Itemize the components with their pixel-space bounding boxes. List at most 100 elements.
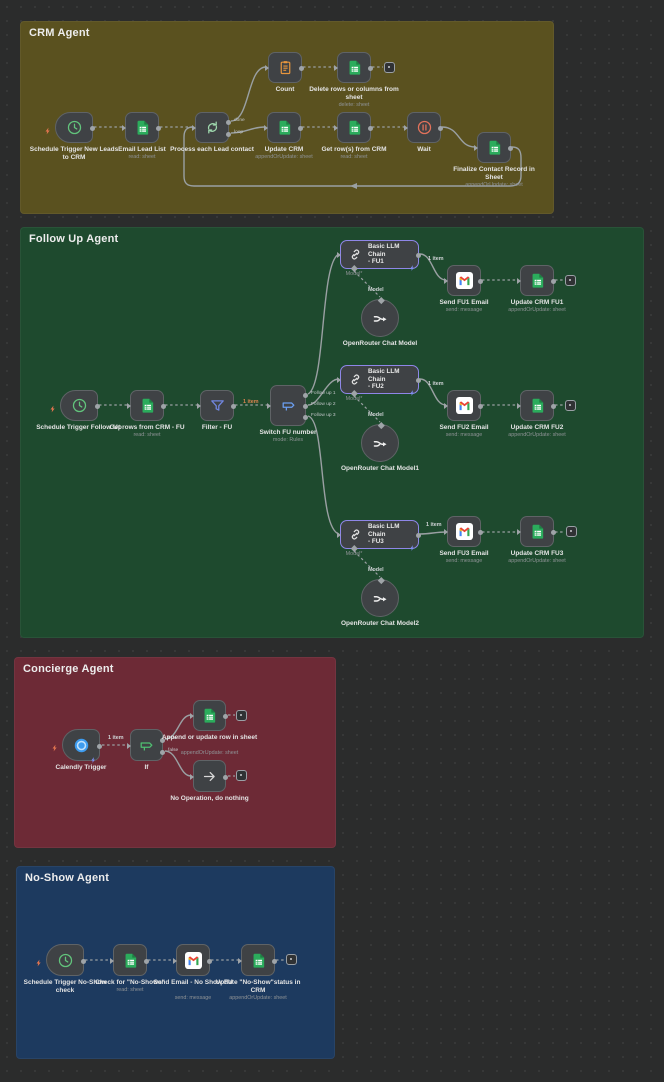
node-send-fu2[interactable] bbox=[443, 390, 483, 421]
output-port[interactable] bbox=[478, 279, 483, 284]
node-get-rows-fu[interactable] bbox=[126, 390, 166, 421]
output-port[interactable] bbox=[272, 958, 277, 964]
output-port[interactable] bbox=[551, 279, 556, 284]
input-port[interactable] bbox=[516, 529, 521, 536]
node-update-noshow[interactable] bbox=[237, 944, 277, 976]
connection-endcap[interactable] bbox=[565, 275, 576, 286]
output-port[interactable] bbox=[416, 253, 421, 258]
input-port[interactable] bbox=[473, 145, 478, 152]
connection-endcap[interactable] bbox=[565, 400, 576, 411]
output-port[interactable] bbox=[207, 958, 212, 964]
node-send-fu1[interactable] bbox=[443, 265, 483, 296]
node-count[interactable] bbox=[264, 52, 304, 83]
node-update-fu2[interactable] bbox=[516, 390, 556, 421]
node-update-crm[interactable] bbox=[263, 112, 303, 143]
node-or-model2[interactable] bbox=[361, 576, 399, 617]
node-filter-fu[interactable] bbox=[196, 390, 236, 421]
output-port[interactable] bbox=[508, 146, 513, 151]
input-port[interactable] bbox=[109, 957, 114, 964]
output-port[interactable] bbox=[156, 126, 161, 131]
input-port[interactable] bbox=[126, 403, 131, 410]
output-port[interactable] bbox=[416, 533, 421, 538]
node-or-model[interactable] bbox=[361, 296, 399, 337]
connection-endcap[interactable] bbox=[384, 62, 395, 73]
node-llm-fu2[interactable]: Basic LLM Chain- FU2 bbox=[336, 365, 421, 397]
output-port[interactable] bbox=[368, 126, 373, 131]
output-port[interactable] bbox=[298, 126, 303, 131]
input-port[interactable] bbox=[443, 403, 448, 410]
output-port[interactable] bbox=[231, 404, 236, 409]
connection-endcap[interactable] bbox=[286, 954, 297, 965]
input-port[interactable] bbox=[189, 713, 194, 720]
node-switch-fu[interactable] bbox=[266, 385, 308, 426]
input-port[interactable] bbox=[264, 65, 269, 72]
output-port[interactable] bbox=[551, 530, 556, 535]
node-wait[interactable] bbox=[403, 112, 443, 143]
input-port[interactable] bbox=[196, 403, 201, 410]
node-if[interactable] bbox=[126, 729, 165, 761]
node-get-rows-crm[interactable] bbox=[333, 112, 373, 143]
output-port[interactable] bbox=[478, 530, 483, 535]
input-port[interactable] bbox=[403, 125, 408, 132]
connection-endcap[interactable] bbox=[566, 526, 577, 537]
output-port[interactable] bbox=[95, 404, 100, 409]
output-port[interactable] bbox=[90, 126, 95, 131]
output-port[interactable] bbox=[161, 404, 166, 409]
output-port[interactable] bbox=[303, 403, 308, 409]
output-port[interactable] bbox=[160, 737, 165, 743]
input-port[interactable] bbox=[443, 278, 448, 285]
node-finalize-contact[interactable] bbox=[473, 132, 513, 163]
output-port[interactable] bbox=[226, 131, 231, 137]
node-process-each-lead[interactable] bbox=[191, 112, 231, 143]
input-port[interactable] bbox=[121, 125, 126, 132]
node-noop[interactable] bbox=[189, 760, 228, 792]
input-port[interactable] bbox=[189, 773, 194, 780]
output-port[interactable] bbox=[81, 958, 86, 964]
output-port[interactable] bbox=[160, 749, 165, 755]
input-port[interactable] bbox=[336, 532, 341, 539]
node-append-row[interactable] bbox=[189, 700, 228, 731]
output-port[interactable] bbox=[97, 743, 102, 749]
input-port[interactable] bbox=[333, 125, 338, 132]
input-port[interactable] bbox=[516, 403, 521, 410]
output-port[interactable] bbox=[368, 66, 373, 71]
input-port[interactable] bbox=[263, 125, 268, 132]
input-port[interactable] bbox=[336, 377, 341, 384]
output-port[interactable] bbox=[144, 958, 149, 964]
node-sched-fu[interactable] bbox=[60, 390, 100, 421]
node-send-fu3[interactable] bbox=[443, 516, 483, 547]
node-sched-crm[interactable] bbox=[55, 112, 95, 143]
output-port[interactable] bbox=[478, 404, 483, 409]
node-or-model1[interactable] bbox=[361, 421, 399, 462]
output-port[interactable] bbox=[438, 126, 443, 131]
connection-endcap[interactable] bbox=[236, 770, 247, 781]
node-send-noshow[interactable] bbox=[172, 944, 212, 976]
input-port[interactable] bbox=[191, 125, 196, 132]
input-port[interactable] bbox=[266, 403, 271, 410]
input-port[interactable] bbox=[172, 957, 177, 964]
output-port[interactable] bbox=[416, 378, 421, 383]
node-update-fu1[interactable] bbox=[516, 265, 556, 296]
output-port[interactable] bbox=[226, 119, 231, 125]
output-port[interactable] bbox=[303, 392, 308, 398]
node-email-lead-list[interactable] bbox=[121, 112, 161, 143]
output-port[interactable] bbox=[551, 404, 556, 409]
node-calendly-trigger[interactable] bbox=[62, 729, 102, 763]
input-port[interactable] bbox=[516, 278, 521, 285]
output-port[interactable] bbox=[299, 66, 304, 71]
input-port[interactable] bbox=[443, 529, 448, 536]
input-port[interactable] bbox=[126, 742, 131, 749]
input-port[interactable] bbox=[237, 957, 242, 964]
node-sched-noshow[interactable] bbox=[46, 944, 86, 976]
node-check-noshows[interactable] bbox=[109, 944, 149, 976]
input-port[interactable] bbox=[336, 252, 341, 259]
output-port[interactable] bbox=[223, 714, 228, 719]
node-update-fu3[interactable] bbox=[516, 516, 556, 547]
node-delete-rows[interactable] bbox=[333, 52, 373, 83]
node-llm-fu3[interactable]: Basic LLM Chain- FU3 bbox=[336, 520, 421, 552]
output-port[interactable] bbox=[303, 414, 308, 420]
output-port[interactable] bbox=[223, 774, 228, 780]
input-port[interactable] bbox=[333, 65, 338, 72]
connection-endcap[interactable] bbox=[236, 710, 247, 721]
